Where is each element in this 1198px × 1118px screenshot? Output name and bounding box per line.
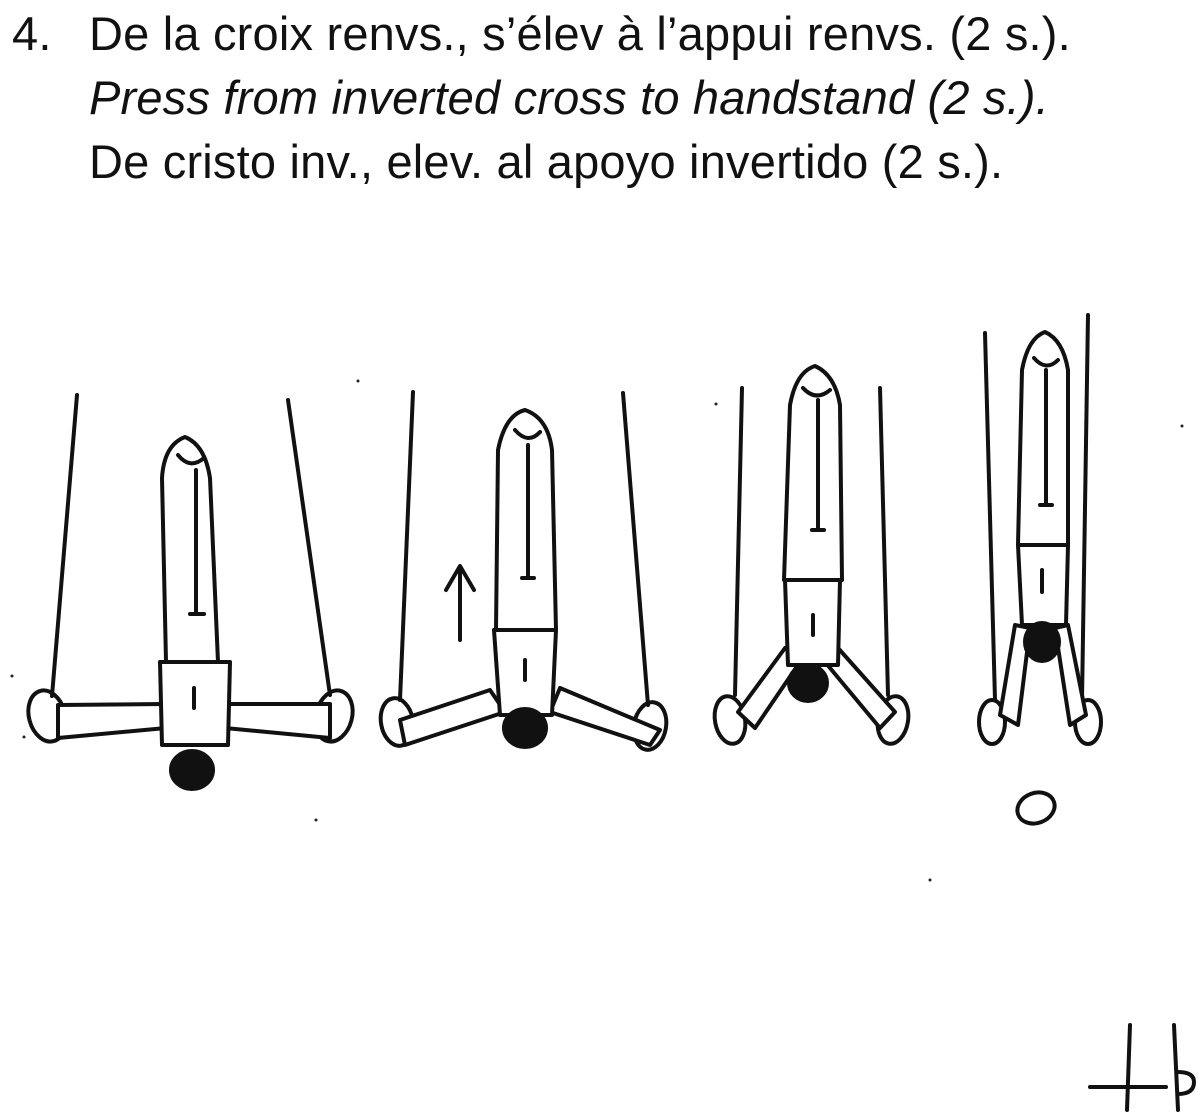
left-ring-strap: [733, 386, 744, 697]
right-ring-strap: [1080, 313, 1090, 702]
legs: [160, 435, 220, 664]
up-arrow: [444, 564, 476, 642]
legs: [1016, 330, 1070, 547]
scan-specks: [10, 379, 1184, 882]
element-title-french: De la croix renvs., s’élev à l’appui ren…: [89, 7, 1071, 60]
right-arm: [548, 686, 662, 747]
hold-circle-symbol: [1015, 790, 1057, 826]
frame-mid-press: [712, 364, 911, 746]
element-number: 4.: [12, 7, 52, 60]
left-ring-strap: [50, 393, 79, 698]
feet-line: [1032, 356, 1060, 368]
right-arm: [223, 702, 332, 740]
legs: [782, 364, 844, 582]
right-ring-strap: [878, 386, 890, 697]
right-ring-strap: [621, 391, 650, 707]
element-title-english: Press from inverted cross to handstand (…: [89, 71, 1050, 124]
head: [502, 707, 548, 749]
left-ring-strap: [398, 390, 415, 702]
feet-line: [176, 453, 206, 466]
left-arm: [398, 688, 507, 747]
head: [1023, 621, 1061, 663]
left-arm: [56, 702, 168, 740]
feet-line: [801, 386, 832, 398]
frame-handstand: [977, 313, 1103, 826]
head: [169, 749, 215, 791]
corner-mark: [1088, 1023, 1196, 1112]
left-ring-strap: [983, 331, 997, 702]
feet-line: [513, 428, 542, 440]
head: [787, 663, 829, 703]
right-ring-strap: [286, 398, 332, 697]
left-ring: [977, 698, 1007, 746]
frame-inverted-cross: [26, 393, 355, 791]
element-title-spanish: De cristo inv., elev. al apoyo invertido…: [89, 135, 1004, 188]
frame-press-up: [378, 390, 669, 752]
